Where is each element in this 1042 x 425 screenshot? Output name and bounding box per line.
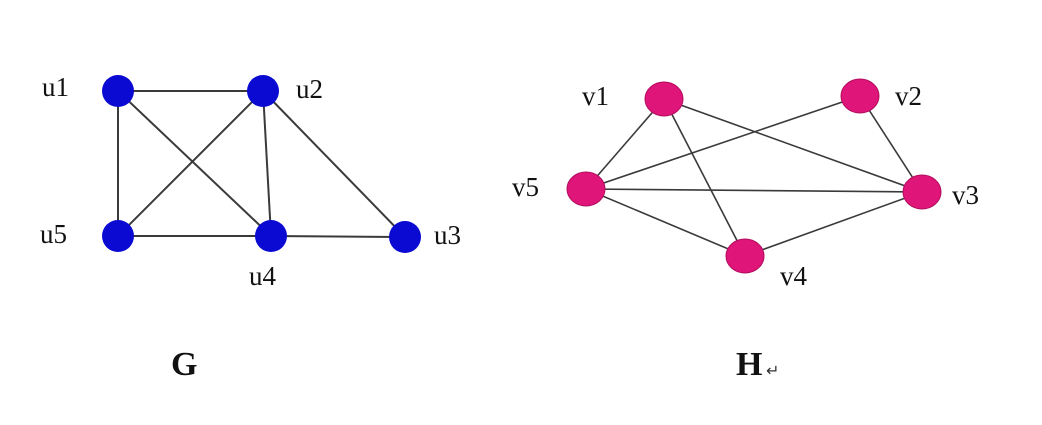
label-v3: v3 — [952, 180, 979, 210]
label-v2: v2 — [895, 81, 922, 111]
edge-u1-u4 — [117, 90, 272, 237]
node-v3 — [902, 174, 942, 210]
edge-v2-v5 — [585, 95, 861, 190]
edge-v4-v3 — [744, 191, 923, 257]
edge-v1-v4 — [663, 98, 746, 257]
node-v1 — [644, 81, 684, 117]
edge-u2-u3 — [262, 90, 406, 238]
label-v5: v5 — [512, 172, 539, 202]
edge-v2-v3 — [859, 95, 923, 193]
graph-g-title: G — [171, 346, 197, 383]
edge-u4-u3 — [270, 235, 406, 238]
graph-h: v1 v2 v3 v4 v5 H ↵ — [512, 78, 979, 383]
node-v2 — [840, 78, 880, 114]
label-u3: u3 — [434, 220, 461, 250]
node-u2 — [247, 75, 279, 107]
label-u4: u4 — [249, 261, 277, 291]
graph-h-title: H — [736, 346, 762, 383]
label-v1: v1 — [582, 81, 609, 111]
node-v5 — [566, 171, 606, 207]
node-u1 — [102, 75, 134, 107]
edge-v5-v4 — [585, 188, 746, 257]
node-v4 — [725, 238, 765, 274]
edge-v1-v3 — [663, 98, 923, 193]
edge-v5-v3 — [585, 188, 923, 193]
edge-v1-v5 — [585, 98, 665, 190]
edge-u2-u4 — [262, 90, 272, 237]
node-u5 — [102, 220, 134, 252]
node-u4 — [255, 220, 287, 252]
label-u2: u2 — [296, 74, 323, 104]
return-mark: ↵ — [766, 361, 779, 380]
node-u3 — [389, 221, 421, 253]
label-u1: u1 — [42, 72, 69, 102]
edge-u2-u5 — [117, 90, 264, 237]
graph-g: u1 u2 u3 u4 u5 G — [40, 72, 461, 383]
label-u5: u5 — [40, 219, 67, 249]
label-v4: v4 — [780, 261, 808, 291]
